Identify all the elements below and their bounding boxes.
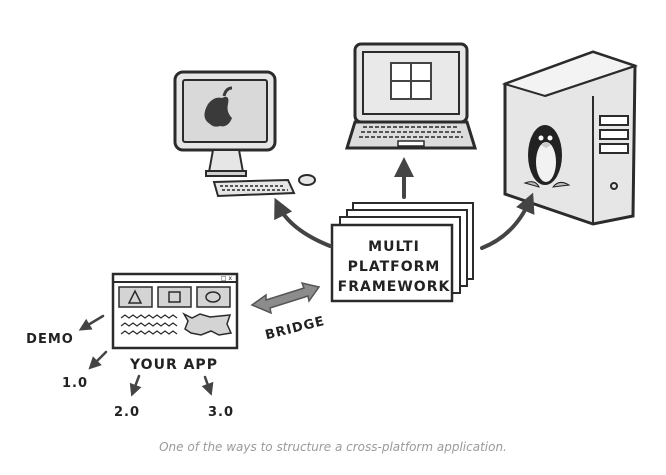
framework-line-3: FRAMEWORK xyxy=(338,279,451,295)
laptop-device xyxy=(344,42,478,150)
window-controls: _ □ x xyxy=(215,275,232,282)
windows-logo-icon xyxy=(390,62,432,100)
apple-logo-icon xyxy=(204,86,233,127)
arrow-to-v3 xyxy=(201,375,214,396)
bridge-arrow xyxy=(250,281,321,315)
version-demo: DEMO xyxy=(26,332,74,347)
framework-line-1: MULTI xyxy=(368,239,420,255)
arrow-to-demo xyxy=(78,314,105,331)
bridge-label: BRIDGE xyxy=(264,314,327,343)
keyboard-icon xyxy=(212,178,296,198)
linux-penguin-icon xyxy=(523,125,571,188)
platform-arrows xyxy=(274,157,535,250)
mouse-icon xyxy=(298,174,316,186)
framework-stack: MULTI PLATFORM FRAMEWORK xyxy=(330,202,474,303)
arrow-to-imac xyxy=(274,197,332,248)
app-window: _ □ x xyxy=(111,272,239,350)
version-2-0: 2.0 xyxy=(114,405,140,420)
app-label: YOUR APP xyxy=(129,357,218,373)
imac-device xyxy=(173,70,316,198)
arrow-to-tower xyxy=(480,192,535,250)
arrow-to-v2 xyxy=(129,374,142,397)
arrow-to-v1 xyxy=(88,350,108,370)
version-1-0: 1.0 xyxy=(62,376,88,391)
figure-caption: One of the ways to structure a cross-pla… xyxy=(159,440,507,454)
version-3-0: 3.0 xyxy=(208,405,234,420)
framework-line-2: PLATFORM xyxy=(348,259,441,275)
version-arrows xyxy=(78,314,214,397)
tower-device xyxy=(501,50,639,226)
